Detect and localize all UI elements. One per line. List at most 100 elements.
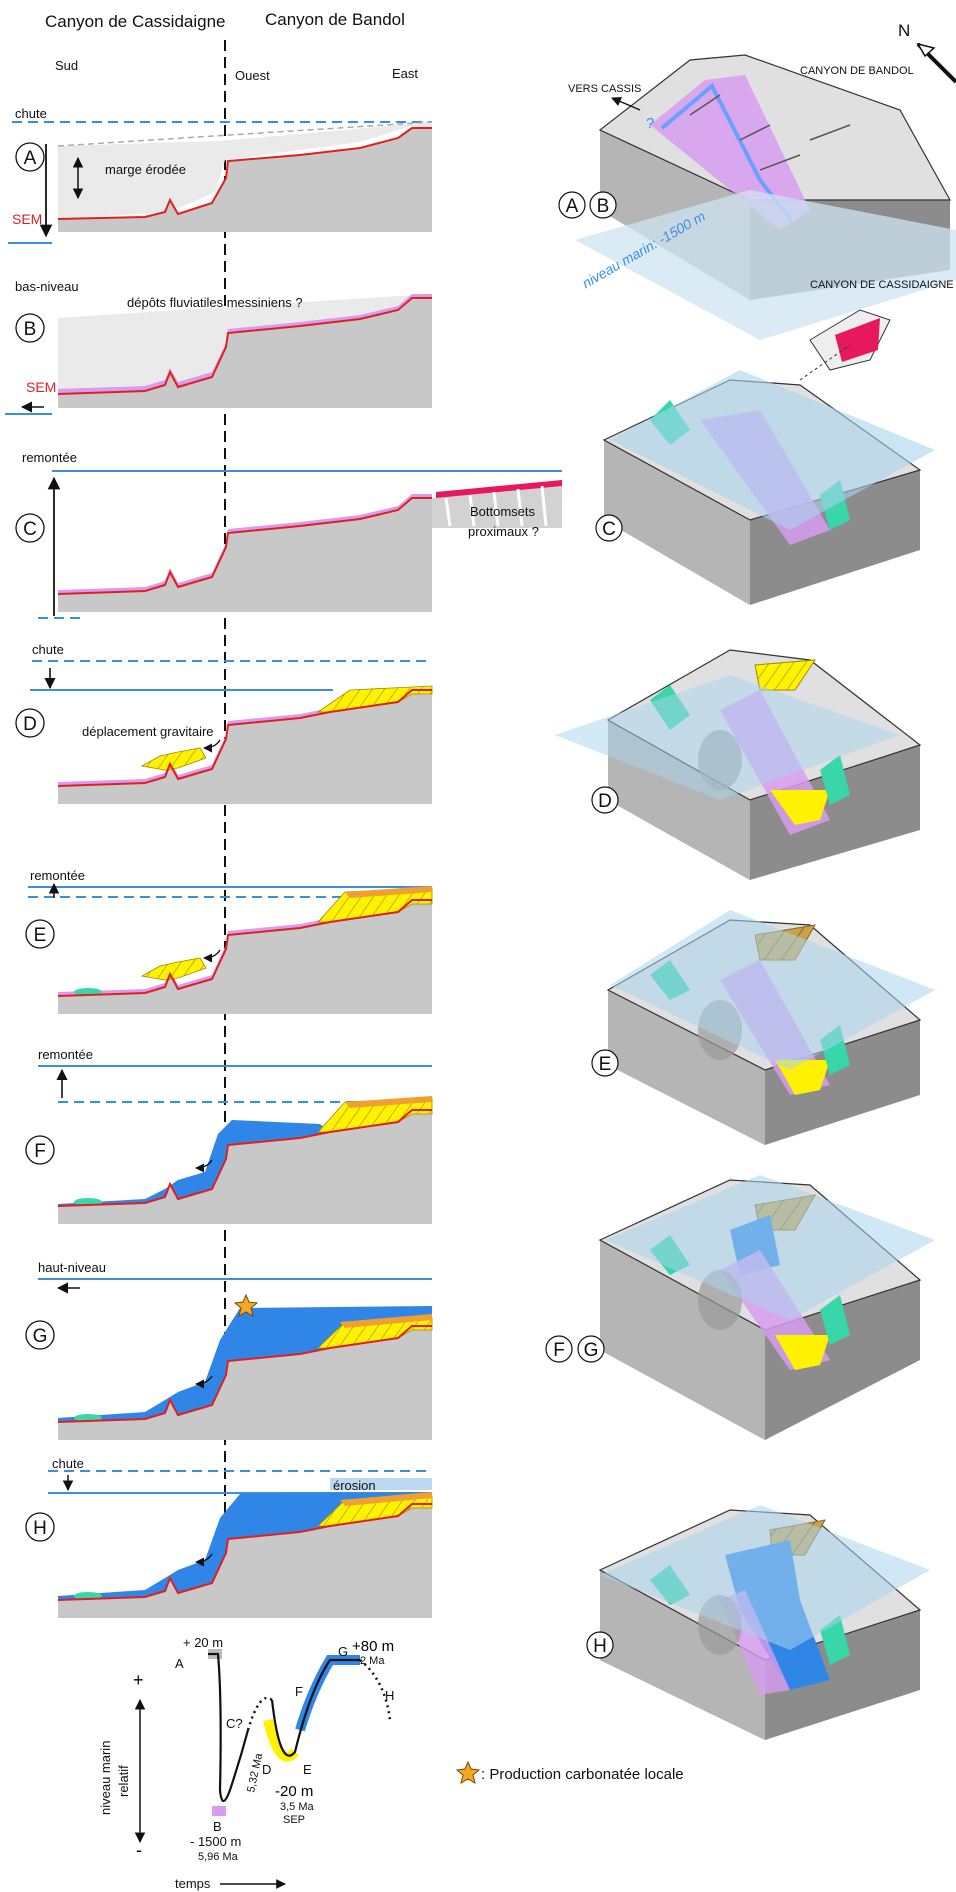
block-diagram-d: D [555,649,922,880]
curve-point-f: F [295,1684,303,1699]
curve-b-age: 5,96 Ma [198,1851,239,1863]
bottomsets-block [432,480,562,528]
panel-f-letter: F [34,1141,46,1162]
sem-surface [57,297,432,395]
curve-e-note: SEP [283,1814,305,1826]
substrate [58,1326,432,1440]
panel-h-circle [25,1512,55,1542]
legend: : Production carbonatée locale [455,1760,684,1785]
substrate [58,1504,432,1618]
substrate [58,690,432,804]
panel-e-phase: remontée [30,868,85,883]
substrate [58,298,432,408]
fluvial-veneer [58,294,432,394]
erosion-band [330,1478,432,1490]
block-diagram-c: C [595,309,935,605]
curve-y-label-1: niveau marin [98,1741,113,1815]
substrate [58,498,432,612]
curve-point-d: D [262,1762,271,1777]
sea-plane [605,1175,935,1320]
curve-g-age: 2 Ma [360,1655,385,1667]
block-4-circle [591,1049,619,1077]
panel-g-phase: haut-niveau [38,1260,106,1275]
block-3-circle [591,786,619,814]
gravity-arrow [195,1159,213,1173]
curve-e-age: 3,5 Ma [280,1801,315,1813]
curve-plus: + [133,1670,144,1690]
panel-g: G haut-niveau [25,1260,433,1440]
block-4-letter: E [599,1054,612,1075]
curve-point-a: A [175,1656,184,1671]
panel-c-annotation-2: proximaux ? [468,524,539,539]
canyon-bandol-label: CANYON DE BANDOL [800,65,914,77]
block-1-circle-a [558,191,586,219]
curve-g-value: +80 m [352,1638,394,1655]
curve-line-dotted-1 [246,1696,273,1731]
panel-c-circle [15,513,45,543]
curve-a-value: + 20 m [183,1635,223,1650]
curve-point-b: B [213,1819,222,1834]
carbonate-star [233,1293,259,1318]
panel-b-circle [15,313,45,343]
panel-a-circle [15,142,45,172]
panel-a-sem: SEM [12,211,42,227]
gravity-arrow [203,949,221,963]
canyon-cassidaigne-label: CANYON DE CASSIDAIGNE [810,279,954,291]
sea-plane [600,1505,930,1650]
sem-surface [57,689,432,787]
curve-minus: - [136,1840,142,1860]
panel-b-letter: B [24,319,37,340]
sem-surface [57,1503,432,1601]
curve-point-h: H [385,1688,394,1703]
panel-c-letter: C [23,519,37,540]
gravity-deposit [140,747,207,771]
panel-b: B bas-niveau dépôts fluviatiles messinie… [5,279,432,415]
panel-f-phase: remontée [38,1047,93,1062]
block-diagram-h: H [586,1505,930,1740]
sea-plane [575,190,956,340]
curve-e-value: -20 m [275,1783,313,1800]
fluvial-veneer [58,708,330,786]
panel-e-circle [25,919,55,949]
block-1-circle-b [589,191,617,219]
block-5-letter-f: F [553,1340,565,1361]
sem-surface [57,1109,432,1207]
label-ouest: Ouest [235,68,270,83]
curve-point-g: G [338,1644,348,1659]
block-5-letter-g: G [584,1340,599,1361]
curve-line-dotted-2 [359,1659,392,1721]
curve-y-label-2: relatif [116,1765,131,1797]
gravity-arrow [203,739,221,753]
panel-b-phase: bas-niveau [15,279,79,294]
curve-line-solid-2 [270,1658,360,1757]
gravity-arrow [195,1375,213,1389]
block-5-circle-g [577,1335,605,1363]
fluvial-veneer [58,494,432,594]
panel-g-circle [25,1320,55,1350]
panel-a-annotation: marge érodée [105,162,186,177]
question-icon: ? [646,115,654,132]
sea-level-curve: + - niveau marin relatif temps A + 20 m … [98,1635,394,1891]
block-6-circle [586,1631,614,1659]
gravity-deposit [140,957,207,981]
point-fg-marker [295,1655,360,1732]
panel-d-annotation: déplacement gravitaire [82,724,214,739]
substrate [58,1110,432,1224]
orange-cap [340,1314,432,1328]
sem-surface [57,127,432,220]
panel-e-letter: E [34,925,47,946]
panel-c-phase: remontée [22,450,77,465]
sea-plane [555,675,900,800]
panel-d: D chute déplacement gravitaire [15,642,433,804]
panel-d-phase: chute [32,642,64,657]
vers-cassis: VERS CASSIS [568,83,641,95]
panel-d-circle [15,708,45,738]
block-6-letter: H [593,1636,607,1657]
panel-h-letter: H [33,1518,47,1539]
star-icon [455,1760,481,1785]
block-2-circle [595,514,623,542]
sem-surface [57,497,432,595]
header-left: Canyon de Cassidaigne [45,12,226,31]
sea-plane [610,370,935,530]
